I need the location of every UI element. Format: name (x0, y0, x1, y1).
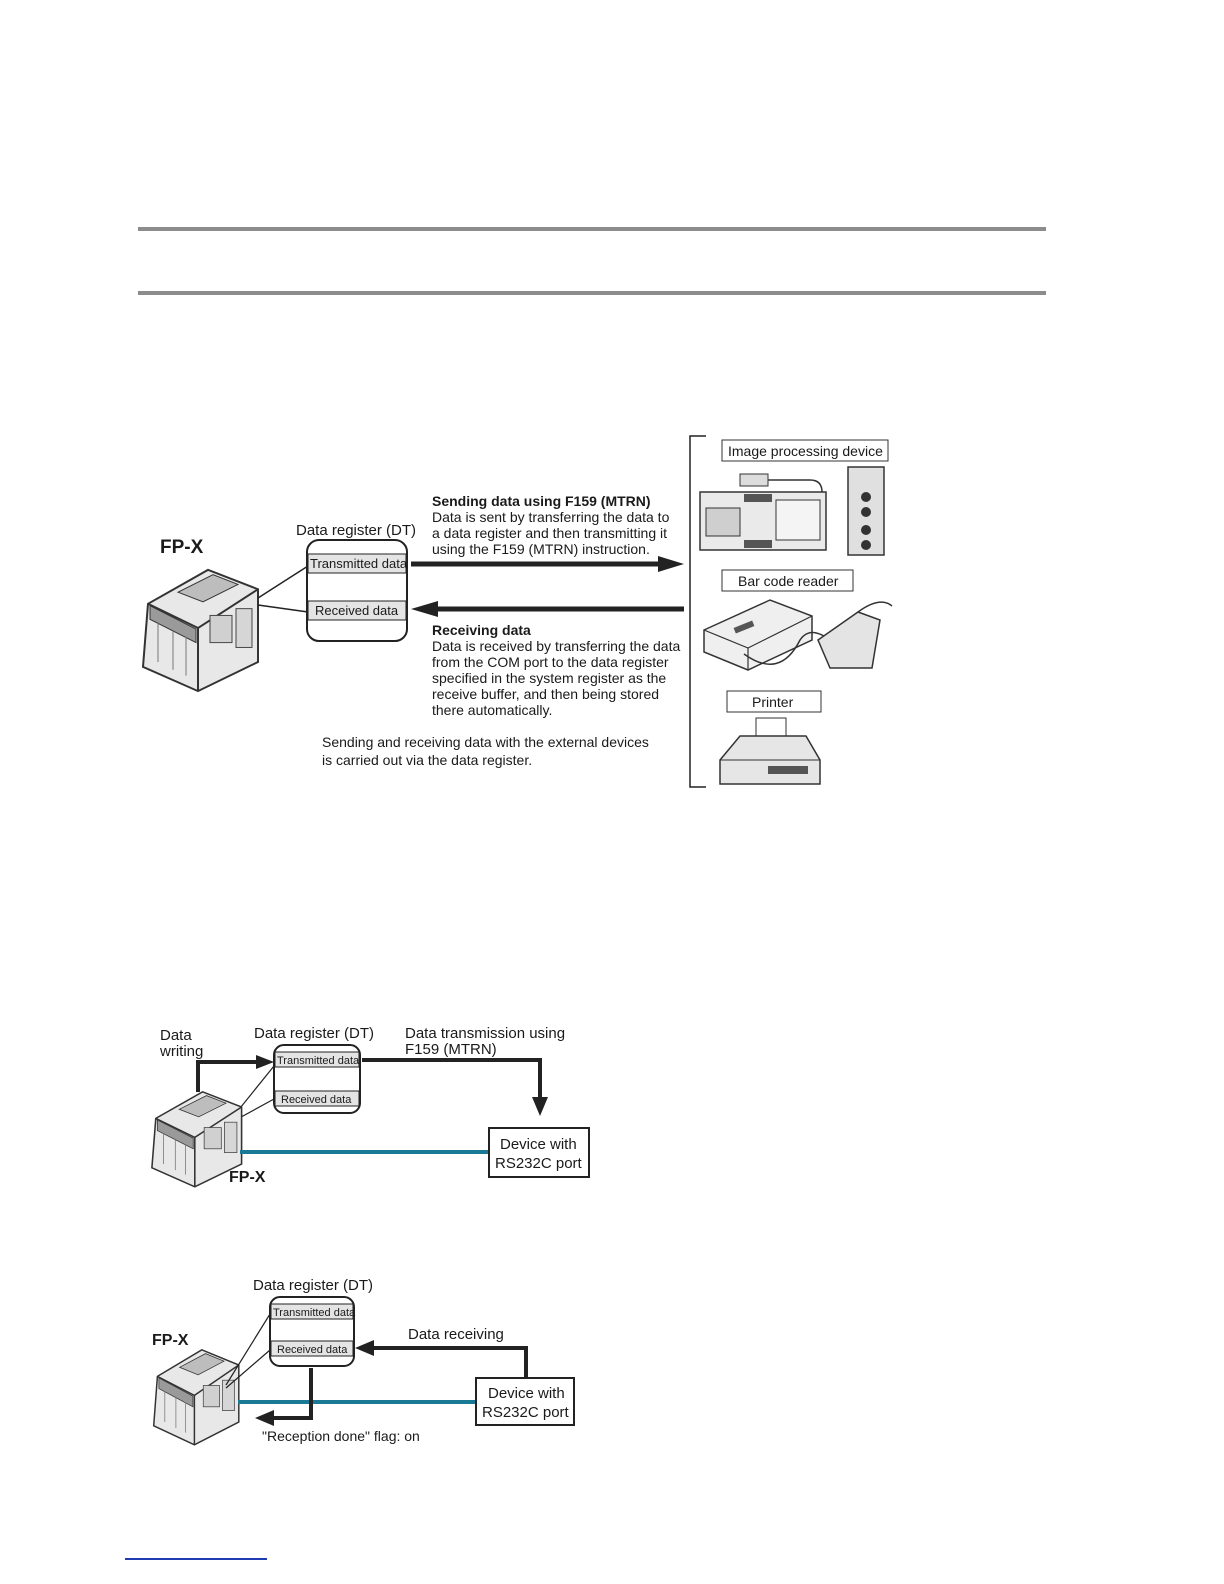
device-label-printer: Printer (752, 694, 794, 710)
send-line-2: a data register and then transmitting it (432, 525, 667, 541)
send-line-1: Data is sent by transferring the data to (432, 509, 670, 525)
transmitted-data-label: Transmitted data (277, 1055, 360, 1067)
recv-line-2: from the COM port to the data register (432, 654, 669, 670)
dt-title: Data register (DT) (254, 1025, 374, 1042)
data-writing-line-2: writing (159, 1043, 203, 1060)
footer-link-underline[interactable] (125, 1558, 267, 1560)
device-line-1: Device with (500, 1136, 577, 1153)
recv-line-5: there automatically. (432, 702, 552, 718)
note-line-1: Sending and receiving data with the exte… (322, 734, 649, 750)
printer-illustration (719, 717, 821, 785)
tx-label-line-1: Data transmission using (405, 1025, 565, 1042)
fpx-label: FP-X (160, 537, 204, 558)
rs232c-device-box (475, 1377, 575, 1426)
header-rule-bottom (138, 291, 1046, 295)
received-data-label: Received data (315, 603, 399, 618)
send-line-3: using the F159 (MTRN) instruction. (432, 541, 650, 557)
rx-label: Data receiving (408, 1326, 504, 1343)
device-line-2: RS232C port (495, 1155, 583, 1172)
device-line-1: Device with (488, 1385, 565, 1402)
reception-done-arrow (272, 1368, 313, 1420)
device-label-barcode: Bar code reader (738, 573, 839, 589)
diagram-3: Data register (DT) Transmitted data Rece… (152, 1277, 575, 1446)
received-data-label: Received data (281, 1094, 352, 1106)
fpx-unit-illustration (152, 1349, 240, 1446)
reception-done-label: "Reception done" flag: on (262, 1428, 420, 1444)
image-processing-device-illustration (699, 466, 885, 556)
transmission-arrow (362, 1058, 542, 1098)
recv-title: Receiving data (432, 622, 531, 638)
transmitted-data-label: Transmitted data (310, 556, 408, 571)
tx-label-line-2: F159 (MTRN) (405, 1041, 497, 1058)
device-label-image: Image processing device (728, 443, 883, 459)
send-title: Sending data using F159 (MTRN) (432, 493, 651, 509)
received-data-label: Received data (277, 1344, 348, 1356)
fpx-label: FP-X (152, 1332, 189, 1349)
diagram-1: FP-X Data register (DT) Transmitted data… (142, 435, 893, 788)
header-rule-top (138, 227, 1046, 231)
bar-code-reader-illustration (703, 599, 893, 671)
recv-line-1: Data is received by transferring the dat… (432, 638, 680, 654)
fpx-unit-illustration (142, 568, 259, 693)
device-line-2: RS232C port (482, 1404, 570, 1421)
dt-title: Data register (DT) (296, 522, 416, 539)
note-line-2: is carried out via the data register. (322, 752, 532, 768)
transmitted-data-label: Transmitted data (273, 1307, 356, 1319)
dt-title: Data register (DT) (253, 1277, 373, 1294)
fpx-label: FP-X (229, 1169, 266, 1186)
recv-line-4: receive buffer, and then being stored (432, 686, 659, 702)
devices-bracket (689, 435, 706, 788)
data-writing-line-1: Data (160, 1027, 192, 1044)
data-writing-arrow (196, 1060, 258, 1092)
diagram-2: Data writing Data register (DT) Transmit… (151, 1025, 590, 1188)
recv-line-3: specified in the system register as the (432, 670, 666, 686)
receiving-arrow (372, 1346, 528, 1378)
rs232c-device-box (488, 1127, 590, 1178)
